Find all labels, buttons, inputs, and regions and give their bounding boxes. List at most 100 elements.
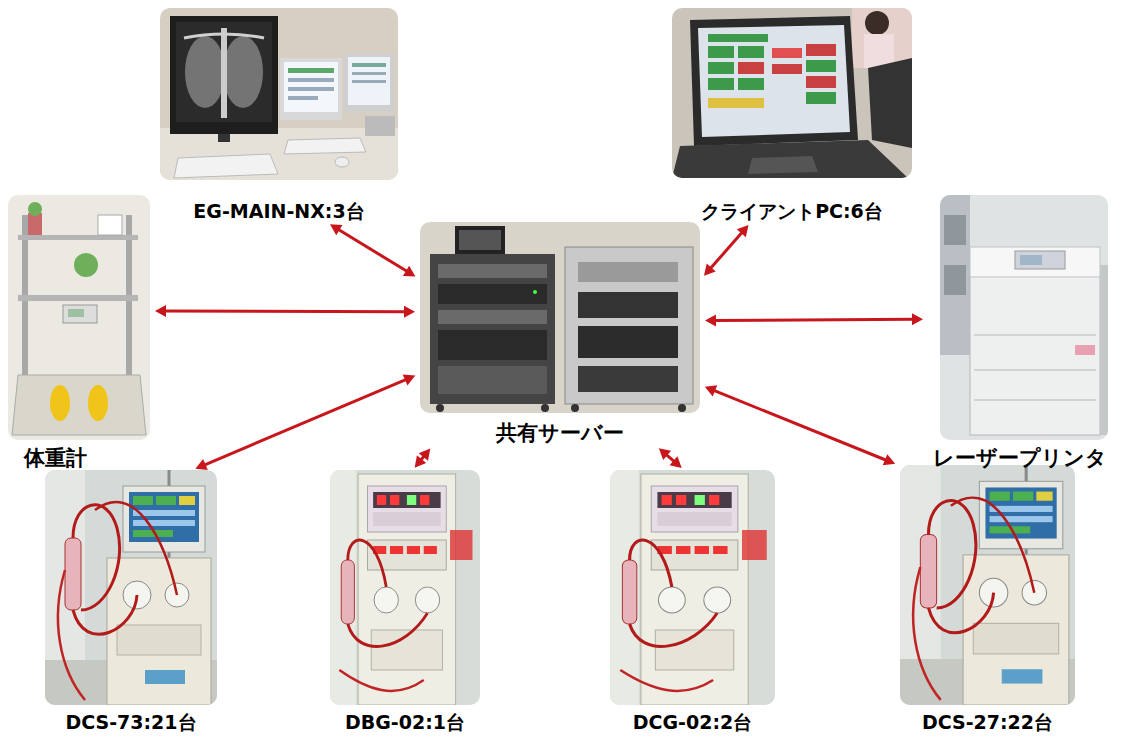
illustration-detail (330, 470, 480, 705)
connector-line (164, 310, 406, 314)
illustration-detail (541, 404, 549, 412)
workstation-illustration (160, 8, 398, 180)
arrow-head (403, 266, 416, 277)
device-node: DCG-02:2台 (608, 470, 777, 734)
connector-line (714, 319, 914, 320)
illustration-detail (708, 78, 734, 90)
illustration-detail (185, 36, 225, 108)
illustration-detail (438, 330, 547, 360)
illustration-detail (690, 16, 858, 146)
illustration-detail (708, 98, 764, 108)
server-photo (420, 222, 700, 413)
connector-arrow (705, 385, 895, 465)
illustration-detail (708, 46, 734, 58)
illustration-detail (974, 335, 1096, 336)
connector-arrow (704, 225, 749, 276)
illustration-detail (900, 465, 1075, 705)
arrow-head (705, 385, 717, 396)
arrow-head (403, 374, 415, 385)
arrow-head (155, 305, 166, 317)
connector-arrow (195, 374, 415, 470)
scale-illustration (8, 195, 150, 440)
illustration-detail (288, 87, 334, 91)
arrow-head (883, 454, 895, 465)
illustration-detail (176, 22, 272, 122)
illustration-detail (88, 385, 108, 421)
illustration-detail (578, 292, 678, 318)
illustration-detail (45, 470, 217, 705)
illustration-detail (284, 62, 338, 112)
illustration-detail (184, 34, 264, 38)
connector-line (713, 390, 887, 460)
illustration-detail (565, 247, 693, 404)
server-illustration (420, 222, 700, 413)
illustration-detail (970, 247, 1100, 277)
device-caption: レーザープリンタ (926, 446, 1114, 471)
illustration-detail (944, 215, 966, 245)
connector-arrow (415, 449, 431, 468)
illustration-detail (12, 375, 146, 435)
connector-line (710, 232, 743, 269)
device-node: EG-MAIN-NX:3台 (158, 8, 400, 223)
illustration-detail (174, 154, 278, 178)
illustration-detail (50, 385, 70, 421)
illustration-detail (348, 57, 390, 105)
illustration-detail (974, 400, 1096, 401)
illustration-detail (288, 68, 334, 73)
illustration-detail (533, 290, 537, 294)
device-node: DCS-73:21台 (43, 470, 219, 734)
illustration-detail (74, 253, 98, 277)
illustration-detail (672, 140, 908, 178)
illustration-detail (160, 8, 398, 180)
illustration-detail (1015, 251, 1065, 269)
illustration-detail (438, 310, 547, 324)
illustration-detail (738, 46, 764, 58)
illustration-detail (98, 215, 122, 235)
illustration-detail (218, 134, 230, 142)
illustration-detail (738, 78, 764, 90)
dialysis-machine-photo (330, 470, 480, 705)
illustration-detail (28, 213, 42, 235)
illustration-detail (610, 470, 775, 705)
illustration-detail (352, 63, 386, 67)
device-caption: EG-MAIN-NX:3台 (158, 200, 400, 223)
arrow-head (659, 448, 671, 460)
illustration-detail (28, 202, 42, 216)
illustration-detail (8, 195, 150, 440)
arrow-head (670, 456, 682, 468)
illustration-detail (288, 96, 318, 100)
illustration-detail (1075, 345, 1095, 355)
illustration-detail (708, 34, 768, 42)
device-node: 体重計 (6, 195, 152, 471)
illustration-detail (18, 235, 138, 240)
connector-arrow (705, 313, 923, 326)
arrow-head (330, 224, 343, 235)
device-caption: DBG-02:1台 (328, 711, 482, 734)
illustration-detail (284, 138, 366, 154)
illustration-detail (698, 25, 850, 137)
printer-photo (940, 195, 1108, 440)
illustration-detail (571, 404, 579, 412)
illustration-detail (806, 60, 836, 72)
illustration-detail (970, 265, 1100, 435)
illustration-detail (352, 72, 386, 75)
illustration-detail (160, 128, 398, 180)
device-node: レーザープリンタ (926, 195, 1114, 471)
illustration-detail (430, 254, 555, 404)
illustration-detail (1100, 265, 1108, 435)
illustration-detail (748, 156, 818, 174)
illustration-detail (344, 53, 394, 113)
dialysis-machine-photo (900, 465, 1075, 705)
illustration-detail (455, 226, 505, 254)
illustration-detail (578, 366, 678, 392)
device-caption: 体重計 (6, 446, 152, 471)
illustration-detail (672, 8, 912, 178)
device-caption: 共有サーバー (418, 421, 702, 446)
dialysis-machine-illustration (330, 470, 480, 705)
illustration-detail (944, 265, 966, 295)
arrow-head (737, 225, 749, 237)
device-caption: DCS-73:21台 (43, 711, 219, 734)
arrow-head (404, 306, 415, 318)
